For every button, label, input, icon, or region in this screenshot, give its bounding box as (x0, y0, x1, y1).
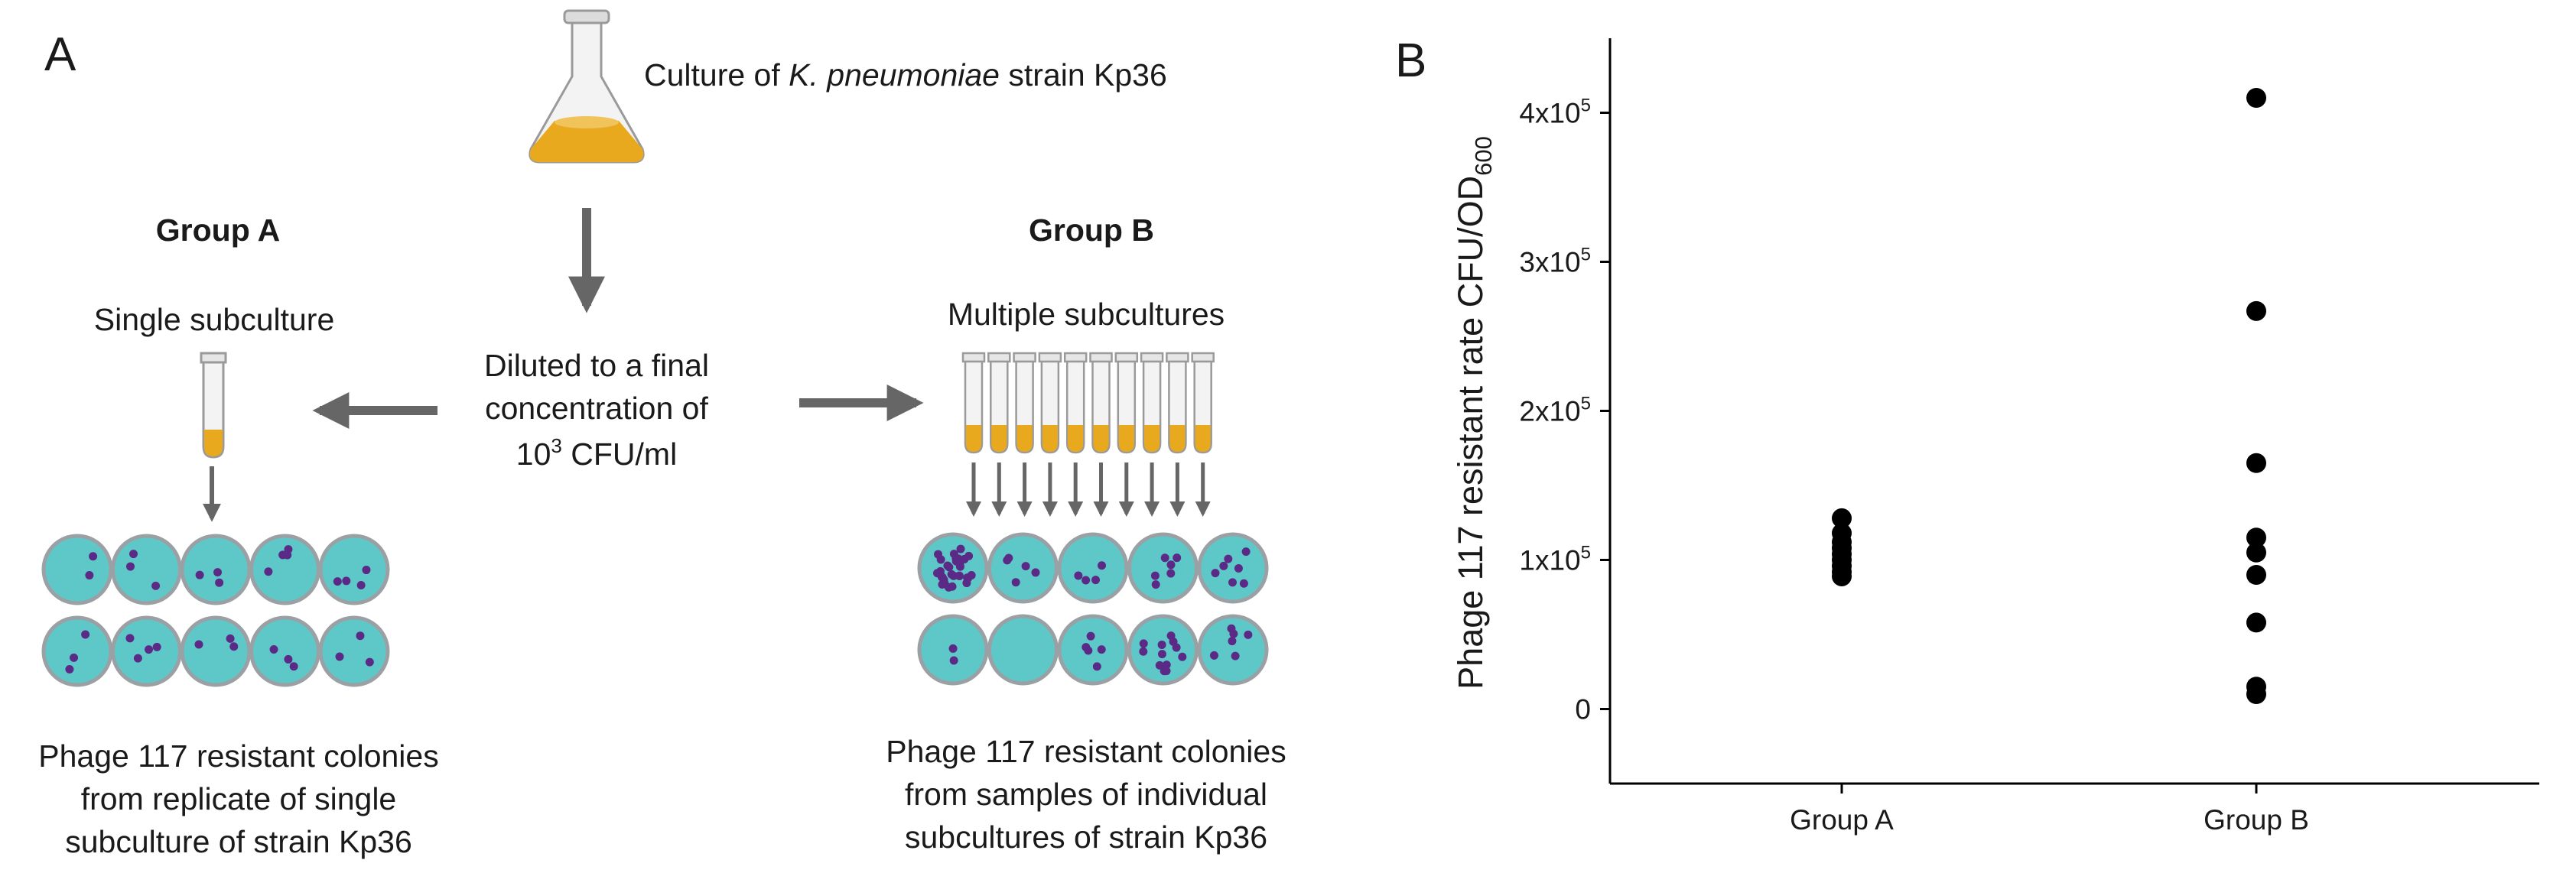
caption-group-b: Phage 117 resistant colonies from sample… (886, 734, 1286, 855)
multiple-subcultures-label: Multiple subcultures (948, 297, 1225, 332)
y-tick-label: 0 (1575, 694, 1591, 725)
data-point (2246, 527, 2266, 548)
petri-plate-icon (180, 534, 252, 605)
test-tube-icon (1089, 352, 1113, 454)
data-point (2246, 612, 2266, 633)
svg-text:subculture of strain Kp36: subculture of strain Kp36 (65, 824, 412, 859)
petri-plate-icon (318, 534, 390, 605)
svg-text:103 CFU/ml: 103 CFU/ml (516, 434, 677, 472)
petri-plate-icon (1127, 614, 1199, 686)
group-b-title: Group B (1029, 213, 1154, 248)
dilution-text: Diluted to a final concentration of 103 … (484, 348, 709, 472)
svg-text:from samples of individual: from samples of individual (905, 777, 1267, 812)
plates-group-b (917, 532, 1269, 686)
svg-text:concentration of: concentration of (485, 391, 708, 426)
petri-plate-icon (1057, 532, 1129, 604)
panel-a-label: A (44, 28, 76, 81)
petri-plate-icon (917, 614, 989, 686)
petri-plate-icon (987, 614, 1059, 686)
plates-group-a (41, 534, 390, 687)
petri-plate-icon (249, 534, 320, 605)
x-tick-label: Group B (2204, 804, 2309, 836)
petri-plate-icon (987, 532, 1059, 604)
svg-text:Phage 117 resistant colonies: Phage 117 resistant colonies (38, 738, 438, 774)
culture-label: Culture of K. pneumoniae strain Kp36 (644, 57, 1167, 92)
y-tick-label: 4x105 (1519, 96, 1591, 129)
tube-arrows (966, 462, 1211, 517)
y-tick-label: 2x105 (1519, 394, 1591, 427)
scatter-chart: 0 1x105 2x105 3x105 4x105 Group A Group B (1519, 38, 2539, 836)
petri-plate-icon (180, 615, 252, 687)
test-tube-icon (1038, 352, 1062, 454)
petri-plate-icon (111, 615, 182, 687)
caption-group-a: Phage 117 resistant colonies from replic… (38, 738, 438, 859)
petri-plate-icon (1127, 532, 1199, 604)
test-tube-icon (1166, 352, 1189, 454)
data-point (2246, 453, 2266, 473)
test-tube-icon (961, 352, 986, 454)
data-point (2246, 565, 2266, 585)
data-point (1832, 566, 1852, 586)
y-axis-label: Phage 117 resistant rate CFU/OD600 (1451, 136, 1497, 690)
petri-plate-icon (917, 532, 989, 604)
single-tube-icon (200, 352, 227, 459)
test-tube-icon (1013, 352, 1036, 454)
flask-icon (529, 9, 645, 164)
test-tube-icon (1063, 352, 1088, 454)
data-point (2246, 88, 2266, 108)
single-subculture-label: Single subculture (94, 302, 335, 337)
svg-text:from replicate of single: from replicate of single (81, 781, 396, 816)
petri-plate-icon (1057, 614, 1129, 686)
data-point (2246, 300, 2266, 321)
data-point (1832, 508, 1852, 528)
petri-plate-icon (318, 615, 390, 687)
multiple-tubes-icon (961, 352, 1215, 454)
test-tube-icon (1140, 352, 1164, 454)
petri-plate-icon (1197, 614, 1269, 686)
svg-text:Diluted to a final: Diluted to a final (484, 348, 709, 383)
petri-plate-icon (1197, 532, 1269, 604)
test-tube-icon (1191, 352, 1215, 454)
petri-plate-icon (111, 534, 182, 605)
panel-b-label: B (1395, 34, 1426, 87)
group-a-title: Group A (156, 213, 280, 248)
x-tick-label: Group A (1790, 804, 1894, 836)
data-point (2246, 684, 2266, 704)
y-tick-label: 1x105 (1519, 543, 1591, 576)
test-tube-icon (987, 352, 1011, 454)
test-tube-icon (1114, 352, 1139, 454)
data-point (2246, 542, 2266, 563)
svg-text:subcultures of strain Kp36: subcultures of strain Kp36 (905, 819, 1267, 855)
petri-plate-icon (41, 534, 113, 605)
svg-text:Phage 117 resistant colonies: Phage 117 resistant colonies (886, 734, 1286, 769)
petri-plate-icon (41, 615, 113, 687)
y-tick-label: 3x105 (1519, 245, 1591, 278)
petri-plate-icon (249, 615, 320, 687)
svg-text:Phage 117 resistant rate CFU/O: Phage 117 resistant rate CFU/OD600 (1451, 136, 1497, 690)
